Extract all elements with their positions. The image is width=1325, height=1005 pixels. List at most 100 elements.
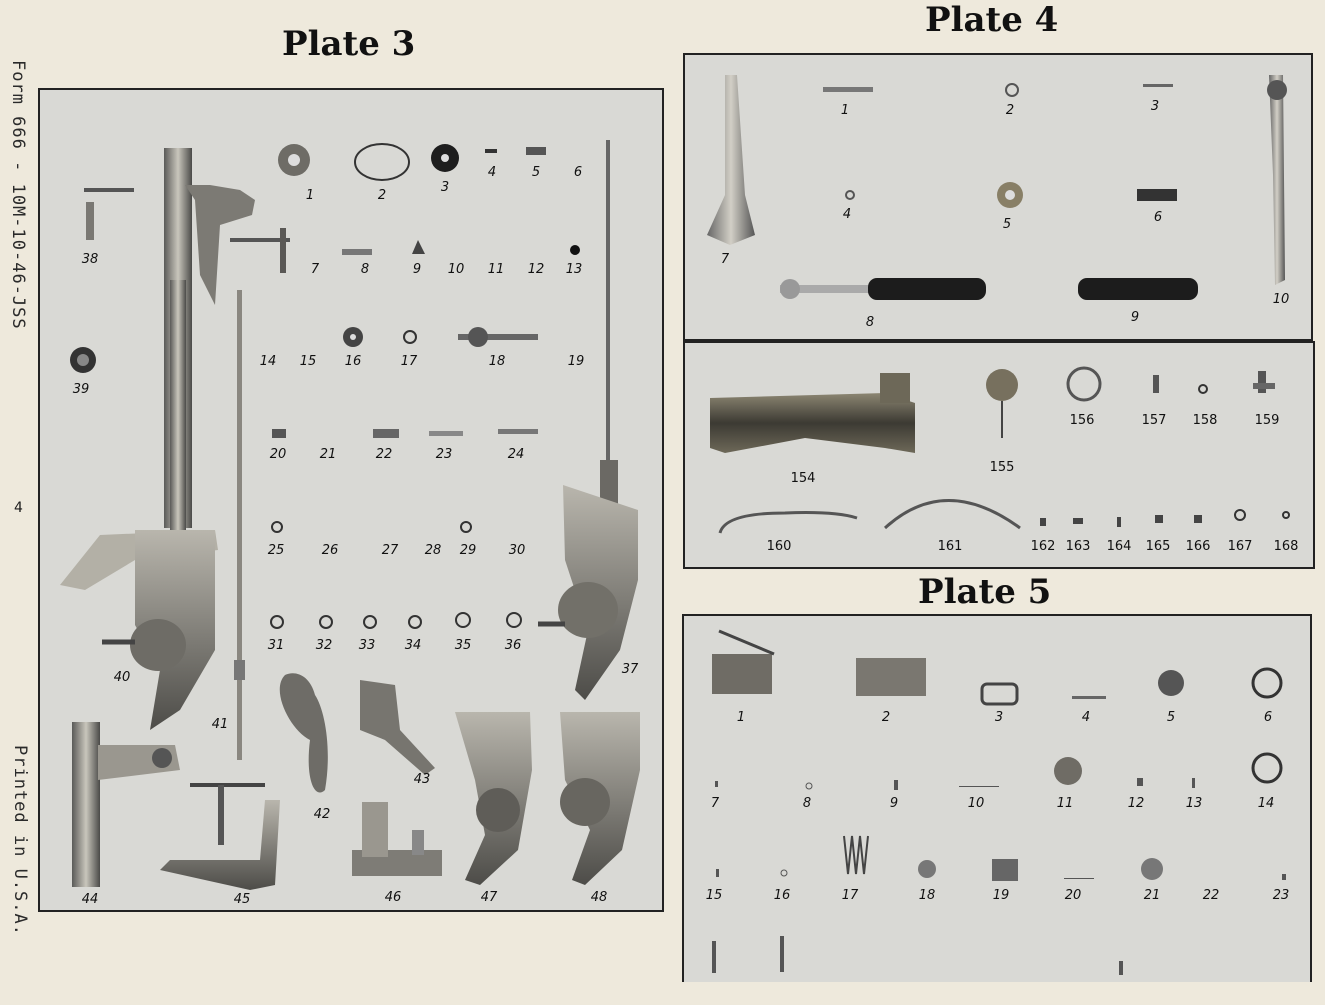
p3-label-35: 35 xyxy=(454,638,472,653)
p4-label-154: 154 xyxy=(790,471,816,486)
p4-label-1: 1 xyxy=(840,103,850,118)
part-42-icon xyxy=(279,673,328,793)
ring-156-icon xyxy=(1066,366,1102,402)
p5-label-5: 5 xyxy=(1166,710,1176,725)
p5-label-21: 21 xyxy=(1143,888,1161,903)
plug-18-icon xyxy=(918,860,936,878)
p5-label-14: 14 xyxy=(1257,796,1275,811)
p4-label-157: 157 xyxy=(1141,413,1167,428)
p3-label-32: 32 xyxy=(315,638,333,653)
plate5-artwork xyxy=(712,629,1286,975)
washer-row-icon xyxy=(270,521,522,629)
part-46-icon xyxy=(352,802,442,876)
p4-part-1-icon xyxy=(823,87,873,92)
p4-part-5-icon xyxy=(997,182,1023,208)
p5-label-9: 9 xyxy=(889,796,899,811)
p3-label-27: 27 xyxy=(381,543,399,558)
p4-label-10: 10 xyxy=(1272,292,1290,307)
p3-label-48: 48 xyxy=(590,890,608,905)
plate5-title: Plate 5 xyxy=(918,572,1052,612)
part-1-icon xyxy=(278,144,310,176)
p3-label-23: 23 xyxy=(435,447,453,462)
p3-label-6: 6 xyxy=(573,165,583,180)
p3-label-22: 22 xyxy=(375,447,393,462)
p4-label-6: 6 xyxy=(1153,210,1163,225)
p4-label-5: 5 xyxy=(1002,217,1012,232)
part-45-icon xyxy=(160,783,280,890)
p3-label-31: 31 xyxy=(267,638,285,653)
p3-label-16: 16 xyxy=(344,354,362,369)
p4-label-161: 161 xyxy=(937,539,963,554)
printed-in-text: Printed in U.S.A. xyxy=(10,745,30,936)
gasket-14-icon xyxy=(1251,752,1283,784)
p3-label-44: 44 xyxy=(81,892,99,907)
part-47-icon xyxy=(455,712,532,885)
p3-label-47: 47 xyxy=(480,890,498,905)
part-39-icon xyxy=(70,347,96,373)
p3-label-43: 43 xyxy=(413,772,431,787)
p5-label-15: 15 xyxy=(705,888,723,903)
p5-label-8: 8 xyxy=(802,796,812,811)
p3-label-11: 11 xyxy=(487,262,505,277)
screw-157-icon xyxy=(1153,375,1159,393)
part-24-icon xyxy=(498,429,538,434)
p5-label-18: 18 xyxy=(918,888,936,903)
p5-label-17: 17 xyxy=(841,888,859,903)
p5-label-23: 23 xyxy=(1272,888,1290,903)
p3-label-46: 46 xyxy=(384,890,402,905)
carburetor-2-icon xyxy=(856,658,926,696)
p3-label-17: 17 xyxy=(400,354,418,369)
p3-label-13: 13 xyxy=(565,262,583,277)
p3-label-37: 37 xyxy=(621,662,639,677)
gasket-3-icon xyxy=(980,682,1019,706)
p4-part-6-icon xyxy=(1137,189,1177,201)
p3-label-26: 26 xyxy=(321,543,339,558)
p3-label-20: 20 xyxy=(269,447,287,462)
p3-label-9: 9 xyxy=(412,262,422,277)
plate3-panel: 1 2 3 4 5 6 7 8 9 10 11 12 13 14 15 16 1… xyxy=(38,88,664,912)
part-2-icon xyxy=(354,143,410,181)
p5-label-1: 1 xyxy=(736,710,746,725)
p3-label-15: 15 xyxy=(299,354,317,369)
p5-label-12: 12 xyxy=(1127,796,1145,811)
diaphragm-11-icon xyxy=(1054,757,1082,785)
p3-label-8: 8 xyxy=(360,262,370,277)
p3-label-34: 34 xyxy=(404,638,422,653)
p5-label-16: 16 xyxy=(773,888,791,903)
p3-label-28: 28 xyxy=(424,543,442,558)
p3-label-12: 12 xyxy=(527,262,545,277)
part-20-icon xyxy=(272,429,286,438)
p4-part-2-icon xyxy=(1005,83,1019,97)
p3-label-18: 18 xyxy=(488,354,506,369)
p4-label-166: 166 xyxy=(1185,539,1211,554)
plate4-bottom-panel: 154 155 156 157 158 159 160 161 162 163 … xyxy=(683,341,1315,569)
p5-label-3: 3 xyxy=(994,710,1004,725)
p3-label-21: 21 xyxy=(319,447,337,462)
p4-label-163: 163 xyxy=(1065,539,1091,554)
p3-label-33: 33 xyxy=(358,638,376,653)
part-38-icon xyxy=(84,188,134,240)
plate3-artwork xyxy=(60,140,640,890)
part-5-icon xyxy=(526,147,546,155)
part-9-icon xyxy=(412,240,425,254)
valve-159-icon xyxy=(1253,371,1275,393)
p4-label-164: 164 xyxy=(1106,539,1132,554)
p4-label-7: 7 xyxy=(720,252,730,267)
screw-4-icon xyxy=(1072,696,1106,699)
p4-label-165: 165 xyxy=(1145,539,1171,554)
block-19-icon xyxy=(992,859,1018,881)
part-41-icon xyxy=(234,290,245,760)
part-22-icon xyxy=(373,429,399,438)
part-13-icon xyxy=(570,245,580,255)
p3-label-24: 24 xyxy=(507,447,525,462)
small-parts-162-168-icon xyxy=(1040,509,1290,527)
plate4-top-panel: 1 2 3 4 5 6 7 8 9 10 xyxy=(683,53,1313,341)
part-3-icon xyxy=(431,144,459,172)
p5-label-2: 2 xyxy=(881,710,891,725)
part-16-icon xyxy=(343,327,363,347)
carburetor-1-icon xyxy=(712,629,775,694)
p3-label-2: 2 xyxy=(377,188,387,203)
cap-155-icon xyxy=(986,369,1018,438)
part-18-icon xyxy=(458,327,538,347)
p4-label-2: 2 xyxy=(1005,103,1015,118)
